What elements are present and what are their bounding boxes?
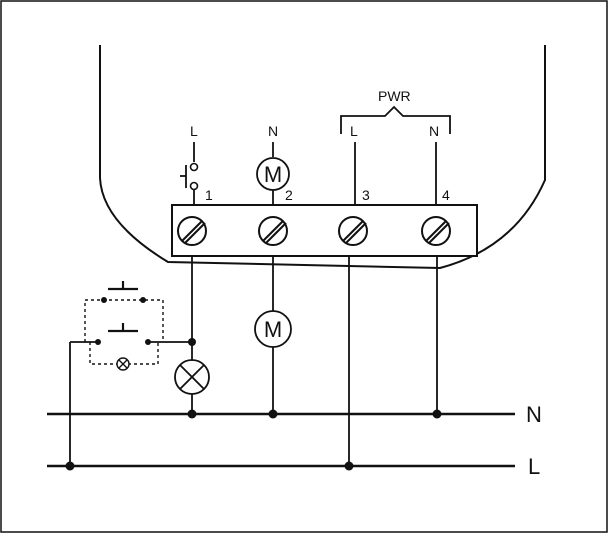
- junction-t4-n: [432, 409, 442, 419]
- junction-lamp-n: [187, 409, 197, 419]
- pushbutton-contact-top: [189, 162, 199, 172]
- pushbutton-contact-bottom: [189, 181, 199, 191]
- motor-outer-letter: M: [264, 317, 282, 342]
- terminal-number-4: 4: [442, 187, 450, 203]
- terminal-number-2: 2: [285, 187, 293, 203]
- terminal-block: [171, 204, 478, 257]
- input-2-label: N: [268, 123, 278, 139]
- terminal-screw-3: [338, 216, 368, 246]
- terminal-screw-2: [258, 216, 288, 246]
- junction-l-feed: [65, 461, 75, 471]
- junction-motor-n: [268, 409, 278, 419]
- bus-n-label: N: [526, 402, 542, 427]
- junction-t3-l: [344, 461, 354, 471]
- switch-optional-contact-right: [140, 297, 146, 303]
- bus-l-label: L: [528, 454, 540, 479]
- terminal-number-3: 3: [362, 187, 370, 203]
- switch-solid-contact-left: [95, 339, 101, 345]
- pwr-label: PWR: [378, 88, 411, 104]
- optional-lamp-cross-b: [118, 359, 128, 369]
- lamp-cross-b: [179, 364, 205, 390]
- switch-optional-contact-left: [101, 297, 107, 303]
- switch-solid-contact-right: [145, 339, 151, 345]
- terminal-number-1: 1: [205, 187, 213, 203]
- input-3-label: L: [350, 123, 358, 139]
- device-body-outline: [99, 45, 546, 270]
- pwr-bracket: [340, 105, 451, 134]
- input-4-label: N: [429, 123, 439, 139]
- input-1-label: L: [190, 123, 198, 139]
- terminal-screw-4: [421, 216, 451, 246]
- terminal-screw-1: [177, 216, 207, 246]
- motor-inner-letter: M: [264, 162, 282, 187]
- optional-switch-loop: [84, 299, 164, 342]
